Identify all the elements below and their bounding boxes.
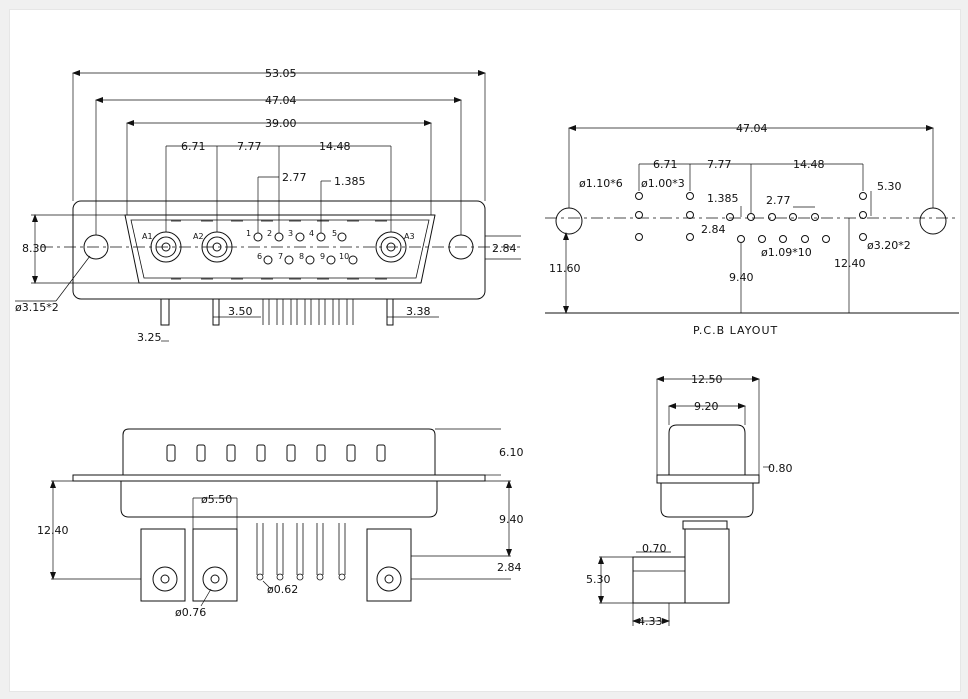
pcb-dim-d2: 7.77: [707, 158, 732, 171]
pin-10-label: 10: [339, 252, 349, 261]
side-dim-l: 4.33: [638, 615, 663, 628]
pin-4: [316, 232, 326, 242]
coax-a2-label: A2: [193, 232, 204, 241]
side-dim-w2: 9.20: [694, 400, 719, 413]
pin-6-label: 6: [257, 252, 262, 261]
bottom-shell-top: [122, 428, 436, 476]
front-dshell: [124, 214, 436, 284]
bottom-view: 6.10 12.40 9.40 2.84 ø5.50 ø0.62 ø0.76: [37, 428, 524, 619]
dim-a2-pin: 7.77: [237, 140, 262, 153]
side-dim-t2: 0.70: [642, 542, 667, 555]
technical-drawing: A1 A2 A3 1 2 3 4 5 6 7 8 9 10: [15, 67, 959, 628]
pin-5: [337, 232, 347, 242]
dim-a1-a2: 6.71: [181, 140, 206, 153]
pin-4-label: 4: [309, 229, 314, 238]
dim-mount: 47.04: [265, 94, 297, 107]
pcb-hole-right: [919, 207, 947, 235]
pcb-layout-title: P.C.B LAYOUT: [693, 324, 778, 337]
pcb-dim-r1: 5.30: [877, 180, 902, 193]
side-dim-h: 5.30: [586, 573, 611, 586]
pin-7: [284, 255, 294, 265]
pcb-dim-h1: 1.385: [707, 192, 739, 205]
pin-1: [253, 232, 263, 242]
front-view: A1 A2 A3 1 2 3 4 5 6 7 8 9 10: [15, 67, 521, 344]
bottom-dim-low: 2.84: [497, 561, 522, 574]
pin-10: [348, 255, 358, 265]
side-body: [660, 482, 754, 518]
pcb-dim-v3: 12.40: [834, 257, 866, 270]
front-dshell-inner: [130, 219, 430, 279]
dim-tail-b: 3.38: [406, 305, 431, 318]
pcb-dim-v2: 9.40: [729, 271, 754, 284]
dim-overall: 53.05: [265, 67, 297, 80]
dim-hole: ø3.15*2: [15, 301, 59, 314]
pin-9: [326, 255, 336, 265]
side-dim-w1: 12.50: [691, 373, 723, 386]
bottom-dim-total: 12.40: [37, 524, 69, 537]
drawing-sheet: A1 A2 A3 1 2 3 4 5 6 7 8 9 10: [9, 9, 961, 692]
pin-2-label: 2: [267, 229, 272, 238]
dim-to-a3: 14.48: [319, 140, 351, 153]
pcb-hole-left: [555, 207, 583, 235]
bottom-dim-pin2: ø0.76: [175, 606, 206, 619]
bottom-coax-a3: [366, 528, 412, 602]
pin-2: [274, 232, 284, 242]
pin-6: [263, 255, 273, 265]
pin-8-label: 8: [299, 252, 304, 261]
bottom-flange: [72, 474, 486, 482]
pcb-dim-width: 47.04: [736, 122, 768, 135]
dim-offset: 2.84: [492, 242, 517, 255]
bottom-dim-mid: 9.40: [499, 513, 524, 526]
pcb-dim-p: 2.77: [766, 194, 791, 207]
dim-pitch: 2.77: [282, 171, 307, 184]
pcb-hole-c: ø1.09*10: [761, 246, 812, 259]
pcb-dim-off: 2.84: [701, 223, 726, 236]
pin-8: [305, 255, 315, 265]
dim-tail-left: 3.25: [137, 331, 162, 344]
pin-3-label: 3: [288, 229, 293, 238]
pcb-dim-d3: 14.48: [793, 158, 825, 171]
bottom-dim-top-h: 6.10: [499, 446, 524, 459]
side-flange: [656, 474, 760, 484]
pin-9-label: 9: [320, 252, 325, 261]
dim-shell: 39.00: [265, 117, 297, 130]
bottom-dim-coax: ø5.50: [201, 493, 232, 506]
dim-tail-a: 3.50: [228, 305, 253, 318]
pin-1-label: 1: [246, 229, 251, 238]
dim-pitch-diag: 1.385: [334, 175, 366, 188]
side-coax-body: [684, 528, 730, 604]
pcb-hole-d: ø3.20*2: [867, 239, 911, 252]
pin-5-label: 5: [332, 229, 337, 238]
coax-a1-label: A1: [142, 232, 153, 241]
dim-height: 8.30: [22, 242, 47, 255]
side-dim-t: 0.80: [768, 462, 793, 475]
pin-3: [295, 232, 305, 242]
bottom-shell-lower: [120, 480, 438, 518]
pcb-hole-b: ø1.00*3: [641, 177, 685, 190]
pcb-dim-v1: 11.60: [549, 262, 581, 275]
bottom-coax-a1: [140, 528, 186, 602]
pcb-layout-view: 47.04 6.71 7.77 14.48 1.385 2.77 2.84 5.…: [545, 122, 959, 337]
bottom-dim-pin: ø0.62: [267, 583, 298, 596]
pcb-dim-d1: 6.71: [653, 158, 678, 171]
pcb-hole-a: ø1.10*6: [579, 177, 623, 190]
coax-a3-label: A3: [404, 232, 415, 241]
side-view: 12.50 9.20 0.80 0.70 5.30 4.33: [586, 373, 793, 628]
bottom-coax-a2: [192, 528, 238, 602]
side-shell: [668, 424, 746, 476]
pin-7-label: 7: [278, 252, 283, 261]
